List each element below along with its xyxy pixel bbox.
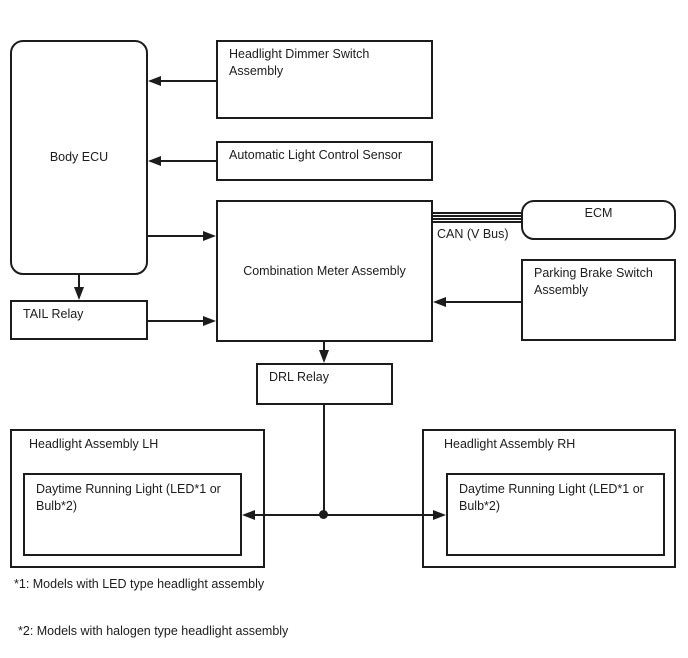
arrowhead-right-icon [203, 231, 216, 241]
headlight-dimmer-switch-label: Headlight Dimmer Switch Assembly [229, 47, 370, 78]
arrowhead-left-icon [242, 510, 255, 520]
daytime-running-light-rh-box: Daytime Running Light (LED*1 or Bulb*2) [446, 473, 665, 556]
automatic-light-control-sensor-box: Automatic Light Control Sensor [216, 141, 433, 181]
connector-drl-distribution [254, 514, 434, 516]
tail-relay-box: TAIL Relay [10, 300, 148, 340]
junction-dot [319, 510, 328, 519]
headlight-dimmer-switch-box: Headlight Dimmer Switch Assembly [216, 40, 433, 119]
ecm-box: ECM [521, 200, 676, 240]
drl-relay-label: DRL Relay [269, 370, 329, 384]
can-bus-label: CAN (V Bus) [437, 227, 509, 241]
can-bus-line [433, 212, 521, 223]
body-ecu-box: Body ECU [10, 40, 148, 275]
combination-meter-label: Combination Meter Assembly [243, 263, 406, 278]
daytime-running-light-lh-label: Daytime Running Light (LED*1 or Bulb*2) [36, 482, 221, 513]
arrowhead-right-icon [433, 510, 446, 520]
arrowhead-left-icon [433, 297, 446, 307]
arrowhead-right-icon [203, 316, 216, 326]
connector-sensor-to-bodyecu [150, 160, 216, 162]
connector-bodyecu-to-tailrelay [78, 275, 80, 289]
headlight-assembly-rh-label: Headlight Assembly RH [444, 437, 576, 451]
automatic-light-control-sensor-label: Automatic Light Control Sensor [229, 148, 403, 162]
ecm-label: ECM [584, 206, 613, 220]
drl-relay-box: DRL Relay [256, 363, 393, 405]
connector-tailrelay-to-meter [148, 320, 204, 322]
combination-meter-box: Combination Meter Assembly [216, 200, 433, 342]
connector-bodyecu-to-meter [148, 235, 204, 237]
footnote-1: *1: Models with LED type headlight assem… [14, 577, 265, 591]
arrowhead-down-icon [74, 287, 84, 300]
parking-brake-switch-label: Parking Brake Switch Assembly [534, 266, 653, 297]
body-ecu-label: Body ECU [49, 150, 109, 164]
arrowhead-left-icon [148, 76, 161, 86]
connector-meter-to-drlrelay [323, 342, 325, 351]
footnote-2: *2: Models with halogen type headlight a… [18, 624, 289, 638]
headlight-assembly-lh-label: Headlight Assembly LH [29, 437, 159, 451]
connector-parkingbrake-to-meter [446, 301, 521, 303]
arrowhead-left-icon [148, 156, 161, 166]
tail-relay-label: TAIL Relay [23, 307, 84, 321]
daytime-running-light-lh-box: Daytime Running Light (LED*1 or Bulb*2) [23, 473, 242, 556]
daytime-running-light-rh-label: Daytime Running Light (LED*1 or Bulb*2) [459, 482, 644, 513]
arrowhead-down-icon [319, 350, 329, 363]
connector-dimmer-to-bodyecu [150, 80, 216, 82]
connector-drlrelay-down [323, 405, 325, 515]
parking-brake-switch-box: Parking Brake Switch Assembly [521, 259, 676, 341]
